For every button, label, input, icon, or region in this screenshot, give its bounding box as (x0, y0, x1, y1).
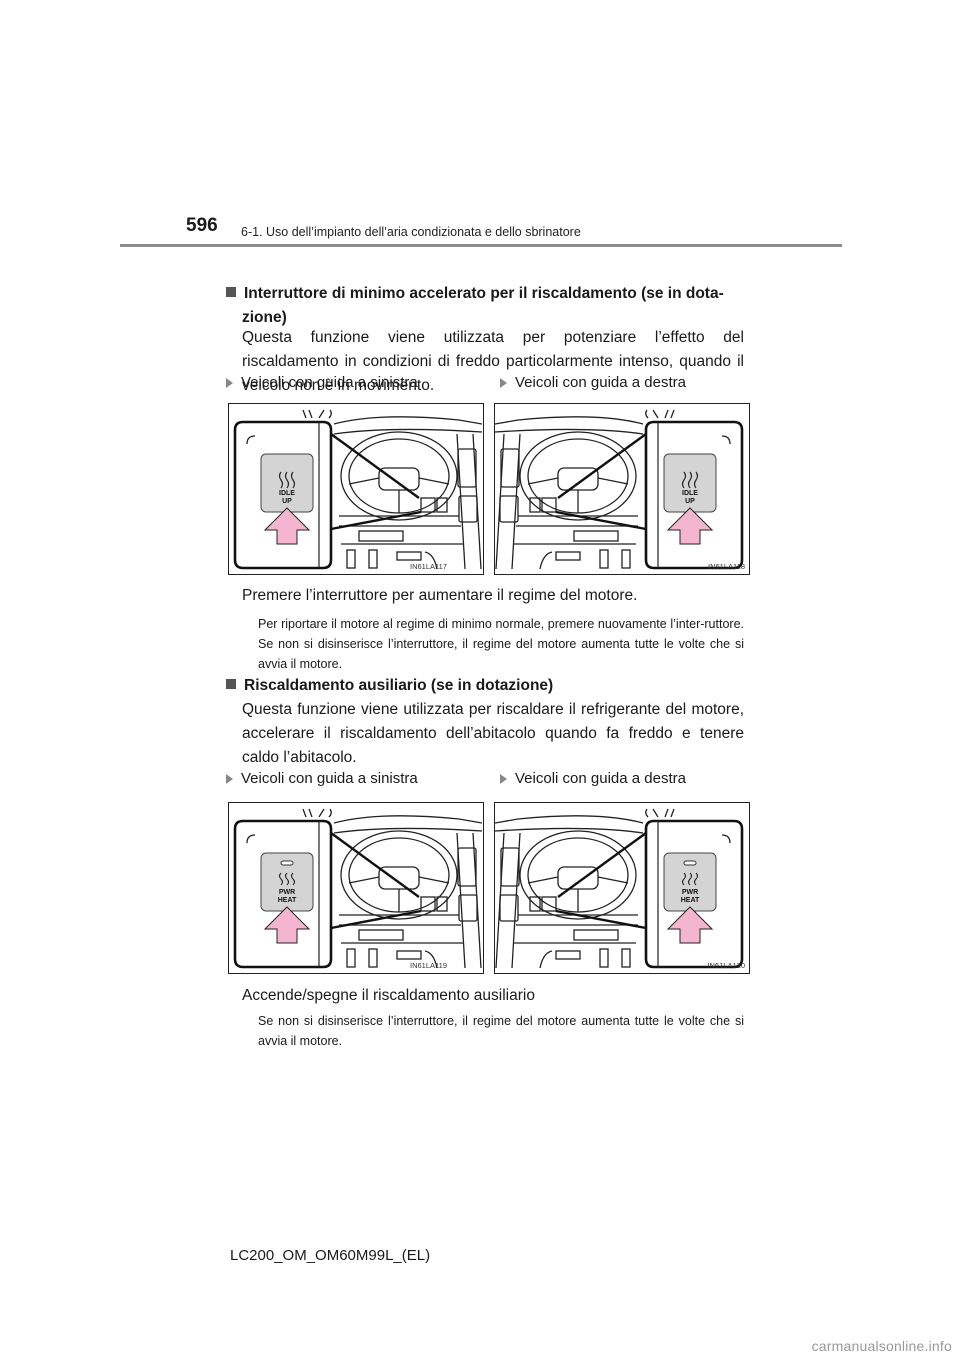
bullet-square-icon (226, 287, 236, 297)
figure-code: IN61LA119 (410, 961, 447, 970)
section2-body: Questa funzione viene utilizzata per ris… (242, 701, 744, 766)
section2-caption: Accende/spegne il riscaldamento ausiliar… (242, 987, 535, 1004)
switch-label-line2: HEAT (681, 897, 700, 904)
bullet-square-icon (226, 679, 236, 689)
chapter-title: 6-1. Uso dell’impianto dell’aria condizi… (241, 225, 581, 239)
section1-note: Per riportare il motore al regime di min… (258, 617, 744, 671)
switch-label-line1: IDLE (682, 490, 698, 497)
section2-right-label: Veicoli con guida a destra (500, 770, 686, 787)
section1-caption: Premere l’interruttore per aumentare il … (242, 587, 638, 604)
page-number: 596 (186, 215, 218, 236)
switch-label-line1: IDLE (279, 490, 295, 497)
header-rule (120, 244, 842, 247)
right-label-text: Veicoli con guida a destra (515, 374, 686, 391)
section2-note: Se non si disinserisce l’interruttore, i… (258, 1014, 744, 1048)
switch-label-line2: HEAT (278, 897, 297, 904)
switch-label-line2: UP (685, 498, 695, 505)
triangle-bullet-icon (226, 773, 233, 784)
section2-title: Riscaldamento ausiliario (se in dotazion… (244, 677, 554, 694)
triangle-bullet-icon (226, 377, 233, 388)
section2-heading: Riscaldamento ausiliario (se in dotazion… (226, 674, 553, 698)
left-label-text: Veicoli con guida a sinistra (241, 770, 418, 787)
triangle-bullet-icon (500, 377, 507, 388)
section1-heading: Interruttore di minimo accelerato per il… (226, 282, 724, 330)
document-id: LC200_OM_OM60M99L_(EL) (230, 1247, 431, 1264)
section1-right-label: Veicoli con guida a destra (500, 374, 686, 391)
triangle-bullet-icon (500, 773, 507, 784)
section2-left-label: Veicoli con guida a sinistra (226, 770, 418, 787)
left-label-text: Veicoli con guida a sinistra (241, 374, 418, 391)
section1-title-line2: zione) (242, 309, 287, 326)
section1-body: Questa funzione viene utilizzata per pot… (242, 329, 744, 394)
figure-code: IN61LA120 (707, 961, 745, 970)
switch-label-line1: PWR (279, 889, 295, 896)
section1-left-label: Veicoli con guida a sinistra (226, 374, 418, 391)
section1-title-line1: Interruttore di minimo accelerato per il… (244, 285, 724, 302)
right-label-text: Veicoli con guida a destra (515, 770, 686, 787)
switch-label-line1: PWR (682, 889, 698, 896)
figure-code: IN61LA117 (410, 562, 447, 571)
switch-label-line2: UP (282, 498, 292, 505)
figure-code: IN61LA118 (708, 562, 745, 571)
watermark: carmanualsonline.info (811, 1338, 952, 1354)
